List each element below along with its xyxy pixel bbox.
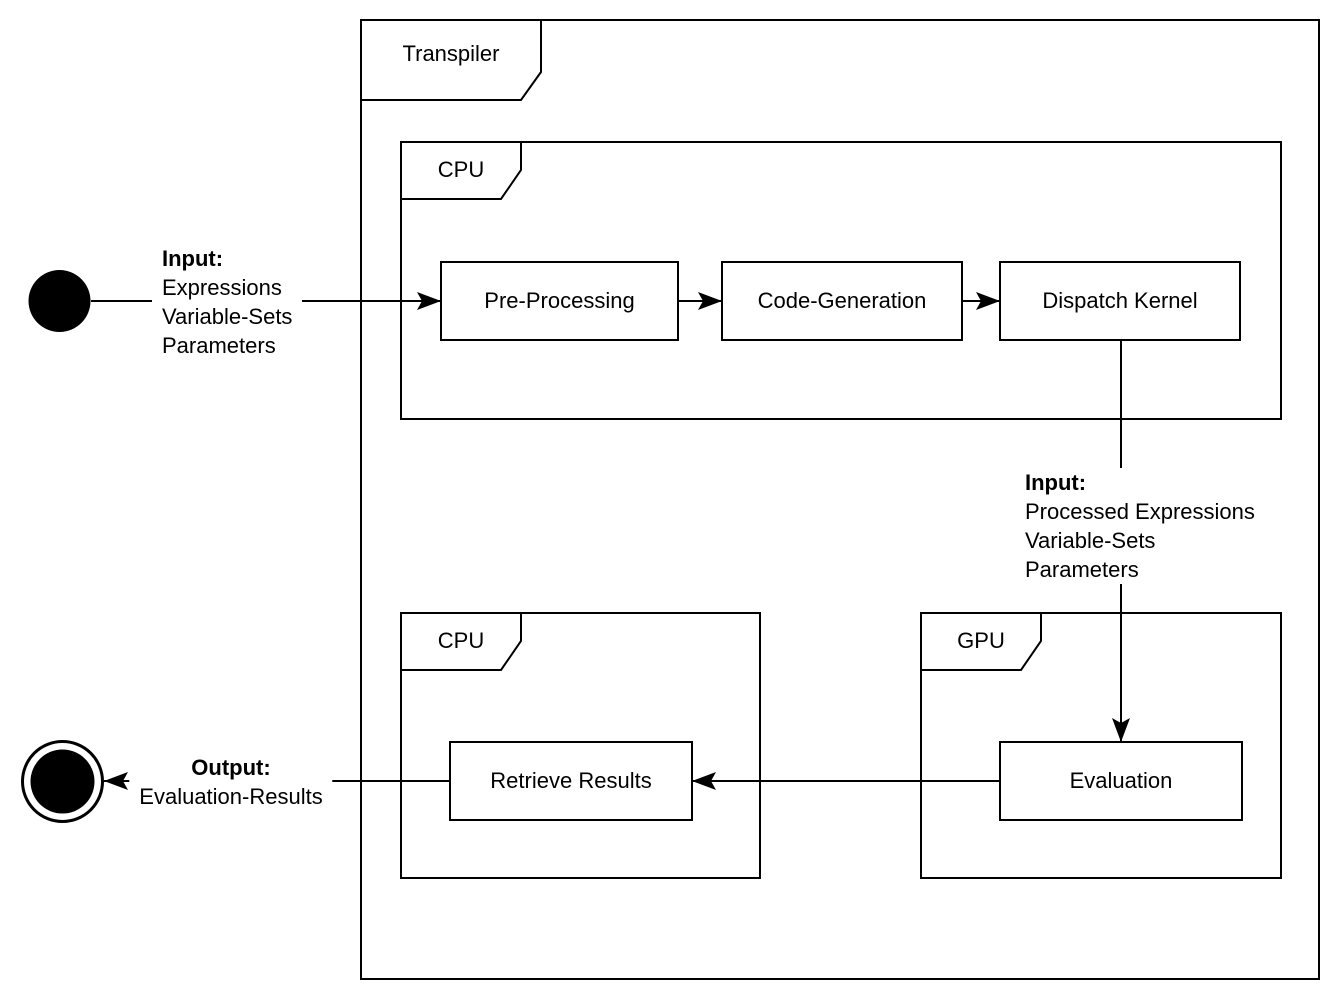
cpu-bottom-frame [400, 612, 761, 879]
pre-processing-label: Pre-Processing [484, 287, 635, 313]
dispatch-kernel-label: Dispatch Kernel [1042, 287, 1198, 313]
input-start-title: Input: [162, 246, 224, 271]
input-gpu-line: Parameters [1025, 557, 1139, 582]
dispatch-kernel-box [999, 261, 1241, 341]
output-title: Output: [191, 755, 271, 780]
input-start-line: Expressions [162, 275, 282, 300]
output-line: Evaluation-Results [139, 784, 323, 809]
code-generation-label: Code-Generation [757, 287, 927, 313]
input-gpu-line: Variable-Sets [1025, 528, 1156, 553]
cpu-top-frame [400, 141, 1282, 420]
retrieve-results-label: Retrieve Results [490, 767, 652, 793]
pre-processing-box [440, 261, 679, 341]
input-gpu-label: Input: Processed Expressions Variable-Se… [1015, 468, 1265, 584]
evaluation-box [999, 741, 1243, 821]
transpiler-frame [360, 19, 1320, 980]
initial-node-icon [28, 270, 91, 332]
output-label: Output: Evaluation-Results [129, 753, 333, 811]
cpu-bottom-frame-label: CPU [437, 628, 485, 654]
gpu-frame-tab [920, 612, 1042, 671]
cpu-top-frame-tab [400, 141, 522, 200]
cpu-bottom-frame-tab [400, 612, 522, 671]
gpu-frame-label: GPU [957, 628, 1005, 654]
transpiler-frame-tab [360, 19, 542, 101]
retrieve-results-box [449, 741, 693, 821]
code-generation-box [721, 261, 963, 341]
gpu-frame [920, 612, 1282, 879]
input-gpu-title: Input: [1025, 470, 1087, 495]
cpu-top-frame-label: CPU [437, 157, 485, 183]
evaluation-label: Evaluation [1069, 767, 1173, 793]
input-start-label: Input: Expressions Variable-Sets Paramet… [152, 244, 303, 360]
input-gpu-line: Processed Expressions [1025, 499, 1255, 524]
transpiler-frame-label: Transpiler [402, 40, 500, 66]
input-start-line: Parameters [162, 333, 276, 358]
input-start-line: Variable-Sets [162, 304, 293, 329]
final-node-icon [30, 749, 95, 814]
